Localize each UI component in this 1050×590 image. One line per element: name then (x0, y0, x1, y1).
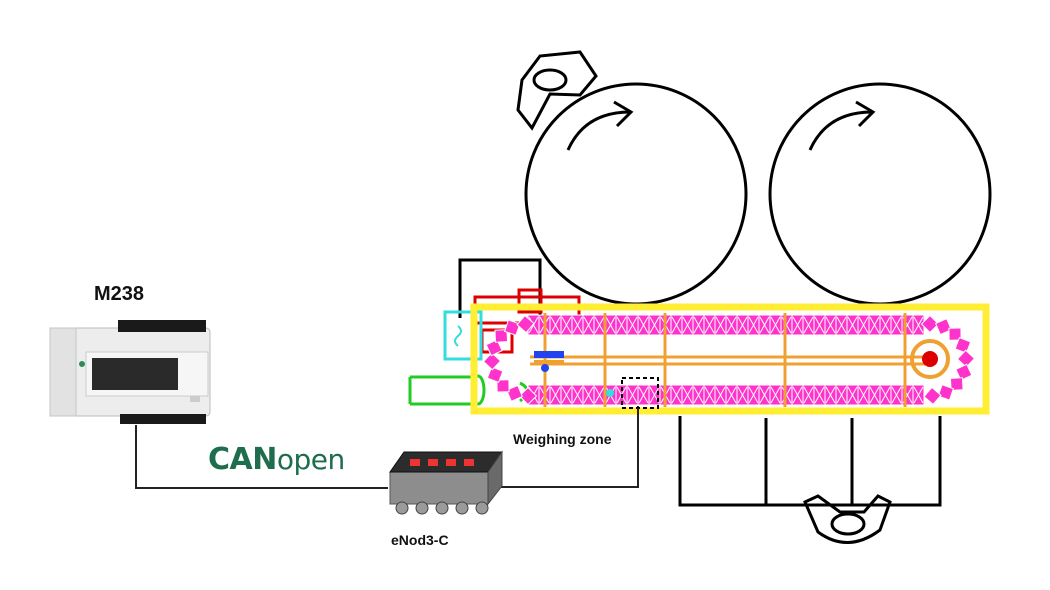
chain-link-cross (913, 386, 924, 404)
sprocket-link (494, 329, 509, 343)
chain-link-cross (528, 316, 539, 334)
chain-link-cross (792, 316, 803, 334)
sprocket-link (955, 363, 973, 381)
sprocket-link (516, 314, 535, 334)
chain-link-cross (572, 316, 583, 334)
operator-top (516, 50, 598, 131)
chain-link-cross (847, 316, 858, 334)
chain-link-cross (913, 316, 924, 334)
chain-link-cross (550, 386, 561, 404)
chain-link-cross (726, 386, 737, 404)
chain-link-cross (616, 316, 627, 334)
chain-link-cross (814, 386, 825, 404)
sprocket-link (496, 379, 510, 393)
chain-link-cross (726, 316, 737, 334)
chain-link-cross (836, 316, 847, 334)
sprocket-link (956, 349, 976, 368)
chain-link-cross (550, 316, 561, 334)
chain-link-cross (737, 386, 748, 404)
enod3-c-transmitter (389, 450, 503, 515)
chain-link-cross (704, 316, 715, 334)
chain-link-cross (748, 316, 759, 334)
sprocket-link (923, 386, 942, 406)
sensor-dot (606, 389, 614, 397)
sprocket-link (505, 384, 524, 402)
canopen-logo: CANopen (208, 442, 345, 477)
chain-link-cross (891, 386, 902, 404)
sprocket-link (934, 318, 953, 336)
chain-link-cross (605, 316, 616, 334)
chain-link-cross (858, 316, 869, 334)
chain-link-cross (869, 316, 880, 334)
drive-sprocket (910, 339, 950, 379)
weighing-zone-marker (621, 377, 659, 409)
chain-link-cross (814, 316, 825, 334)
chain-link-cross (638, 386, 649, 404)
conveyor (470, 303, 990, 415)
canopen-logo-can: CAN (208, 442, 277, 477)
chain-link-cross (759, 386, 770, 404)
rotating-wheels (524, 82, 992, 306)
chain-link-cross (693, 316, 704, 334)
sprocket-link (937, 384, 955, 401)
chain-link-cross (737, 316, 748, 334)
sprocket-link (485, 339, 503, 357)
chain-link-cross (649, 316, 660, 334)
chain-link-cross (748, 386, 759, 404)
m238-label: M238 (94, 283, 145, 305)
chain-link-cross (671, 316, 682, 334)
infeed-cyan-box (443, 310, 483, 361)
chain-link-cross (880, 386, 891, 404)
chain-link-cross (627, 316, 638, 334)
chain-link-cross (627, 386, 638, 404)
chain-link-cross (594, 386, 605, 404)
chain-link-cross (858, 386, 869, 404)
chain-link-cross (880, 316, 891, 334)
idler-sprocket (534, 351, 564, 372)
chain-link-cross (836, 386, 847, 404)
chain-link-cross (693, 386, 704, 404)
sprocket-link (920, 314, 940, 334)
canopen-logo-open: open (276, 443, 345, 476)
sprocket-link (486, 366, 504, 384)
chain-link-cross (638, 316, 649, 334)
chain-link-cross (561, 386, 572, 404)
chain-link-cross (891, 316, 902, 334)
chain-link-cross (825, 316, 836, 334)
sprocket-link (518, 386, 538, 406)
chain-link-cross (682, 386, 693, 404)
chain-link-cross (583, 386, 594, 404)
chain-link-cross (715, 316, 726, 334)
chain-link-cross (770, 316, 781, 334)
chain-link-cross (770, 386, 781, 404)
sprocket-link (954, 336, 972, 354)
chain-link-cross (561, 316, 572, 334)
chain-link-cross (682, 316, 693, 334)
conveyor-frame (470, 303, 990, 415)
operator-bottom (803, 494, 892, 544)
chain-link-cross (803, 316, 814, 334)
chain-link-cross (825, 386, 836, 404)
weighing-zone-label: Weighing zone (513, 431, 612, 447)
chain-link-cross (792, 386, 803, 404)
chain-link-cross (594, 316, 605, 334)
chain-link-cross (803, 386, 814, 404)
chain-link-cross (704, 386, 715, 404)
enod3-c-label: eNod3-C (391, 532, 449, 548)
m238-plc (49, 320, 211, 424)
chain-link-cross (847, 386, 858, 404)
chain-link-cross (715, 386, 726, 404)
chain-link-cross (869, 386, 880, 404)
chain-link-cross (572, 386, 583, 404)
sprocket-link (948, 327, 962, 341)
chain-link-cross (583, 316, 594, 334)
sprocket-link (503, 319, 521, 336)
sprocket-link (482, 352, 502, 371)
work-table (678, 416, 942, 507)
chain-link-cross (671, 386, 682, 404)
sprocket-link (949, 377, 964, 391)
chain-link-cross (759, 316, 770, 334)
